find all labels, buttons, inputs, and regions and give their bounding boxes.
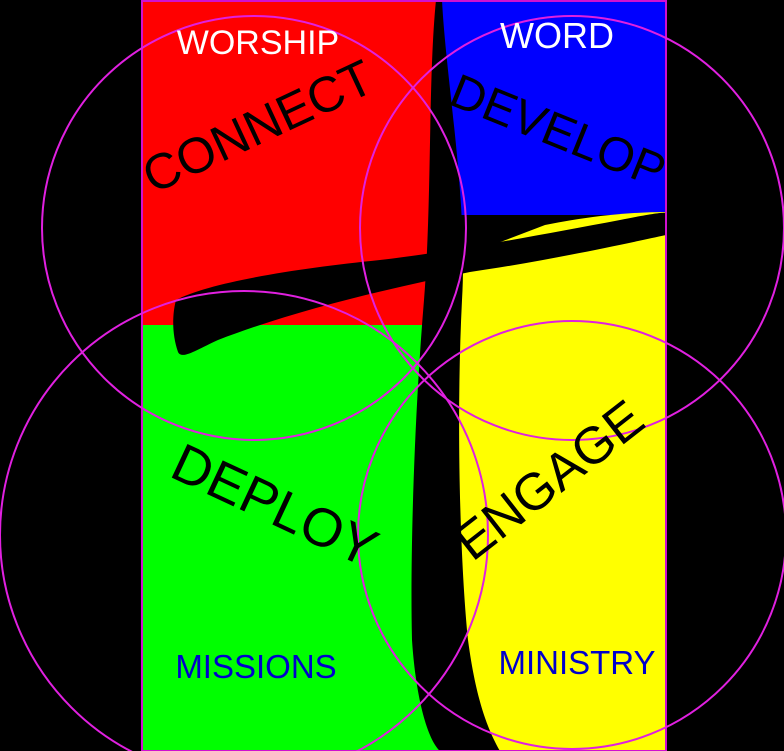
word-label: WORD [500,15,614,56]
connect-circle [41,15,467,441]
missions-quadrant [142,325,440,751]
develop-circle [359,15,784,441]
deploy-circle [0,290,489,751]
worship-label: WORSHIP [177,24,339,62]
engage-circle [357,320,784,750]
ministry-quadrant [440,212,666,751]
ministry-label: MINISTRY [498,644,655,681]
cross-icon [173,0,666,751]
missions-label: MISSIONS [175,648,336,685]
diagram-frame [141,0,667,751]
word-quadrant [440,0,666,215]
